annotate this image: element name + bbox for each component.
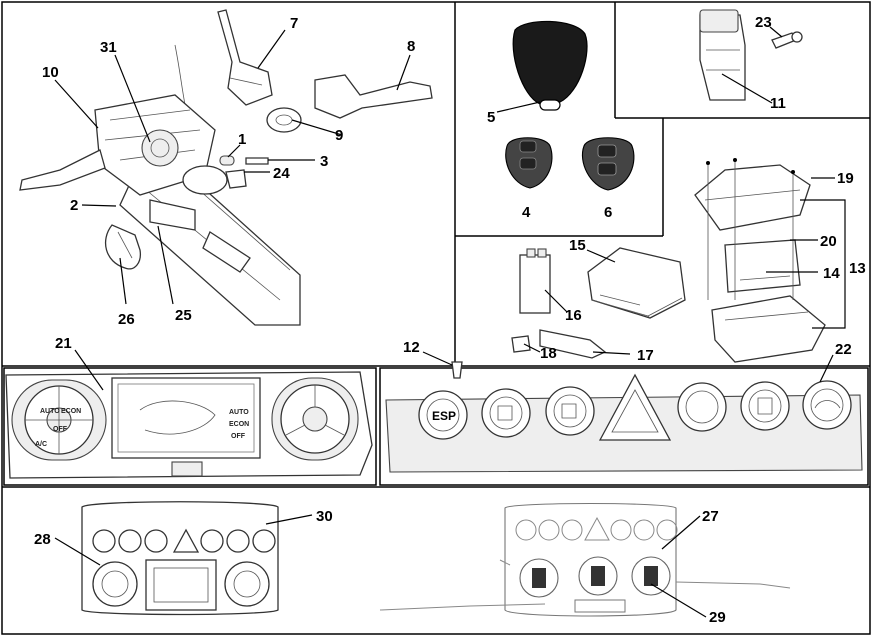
label-24: 24: [273, 165, 290, 182]
climate-control-panel: AUTO ECON OFF A/C AUTO ECON OFF: [5, 371, 373, 479]
label-10: 10: [42, 64, 59, 81]
label-5: 5: [487, 109, 495, 126]
label-25: 25: [175, 307, 192, 324]
climate-off-label: OFF: [53, 426, 68, 433]
switch-11-group: [699, 9, 803, 101]
esp-label: ESP: [432, 409, 456, 423]
label-14: 14: [823, 265, 840, 282]
label-20: 20: [820, 233, 837, 250]
steering-column-assembly: [19, 9, 433, 326]
label-1: 1: [238, 131, 246, 148]
label-2: 2: [70, 197, 78, 214]
switch-door-2: [740, 381, 790, 431]
label-19: 19: [837, 170, 854, 187]
center-panel-28: [81, 501, 279, 616]
label-8: 8: [407, 38, 415, 55]
label-16: 16: [565, 307, 582, 324]
switch-trunk: [802, 380, 852, 430]
label-23: 23: [755, 14, 772, 31]
leader-lines: [54, 26, 835, 618]
label-21: 21: [55, 335, 72, 352]
switch-fog-front: [481, 388, 531, 438]
label-11: 11: [770, 95, 786, 112]
switch-door-1: [677, 382, 727, 432]
label-27: 27: [702, 508, 719, 525]
center-panel-27: [379, 502, 791, 617]
label-18: 18: [540, 345, 557, 362]
label-28: 28: [34, 531, 51, 548]
label-9: 9: [335, 127, 343, 144]
label-17: 17: [637, 347, 654, 364]
callout-labels: 1 2 3 4 5 6 7 8 9 10 11 12 13 14 15 16 1…: [34, 14, 866, 626]
label-7: 7: [290, 15, 298, 32]
label-13: 13: [849, 260, 866, 277]
lcd-off-label: OFF: [231, 433, 246, 440]
label-15: 15: [569, 237, 586, 254]
climate-auto-label: AUTO: [40, 408, 60, 415]
switch-esp: ESP: [418, 390, 468, 440]
label-31: 31: [100, 39, 117, 56]
label-6: 6: [604, 204, 612, 221]
lcd-auto-label: AUTO: [229, 409, 249, 416]
label-30: 30: [316, 508, 333, 525]
dash-switch-bar: ESP: [385, 361, 863, 473]
switch-fog-rear: [545, 386, 595, 436]
label-22: 22: [835, 341, 852, 358]
label-26: 26: [118, 311, 135, 328]
lcd-econ-label: ECON: [229, 421, 249, 428]
control-module-group: [694, 158, 846, 363]
switch-hazard: [598, 373, 672, 441]
label-29: 29: [709, 609, 726, 626]
climate-ac-label: A/C: [35, 441, 47, 448]
key-fob-5: [512, 20, 588, 105]
ecu-group: [511, 247, 686, 359]
climate-lcd-display: [111, 377, 261, 459]
keys-group: [505, 20, 635, 191]
label-12: 12: [403, 339, 420, 356]
label-3: 3: [320, 153, 328, 170]
climate-econ-label: ECON: [61, 408, 81, 415]
label-4: 4: [522, 204, 531, 221]
